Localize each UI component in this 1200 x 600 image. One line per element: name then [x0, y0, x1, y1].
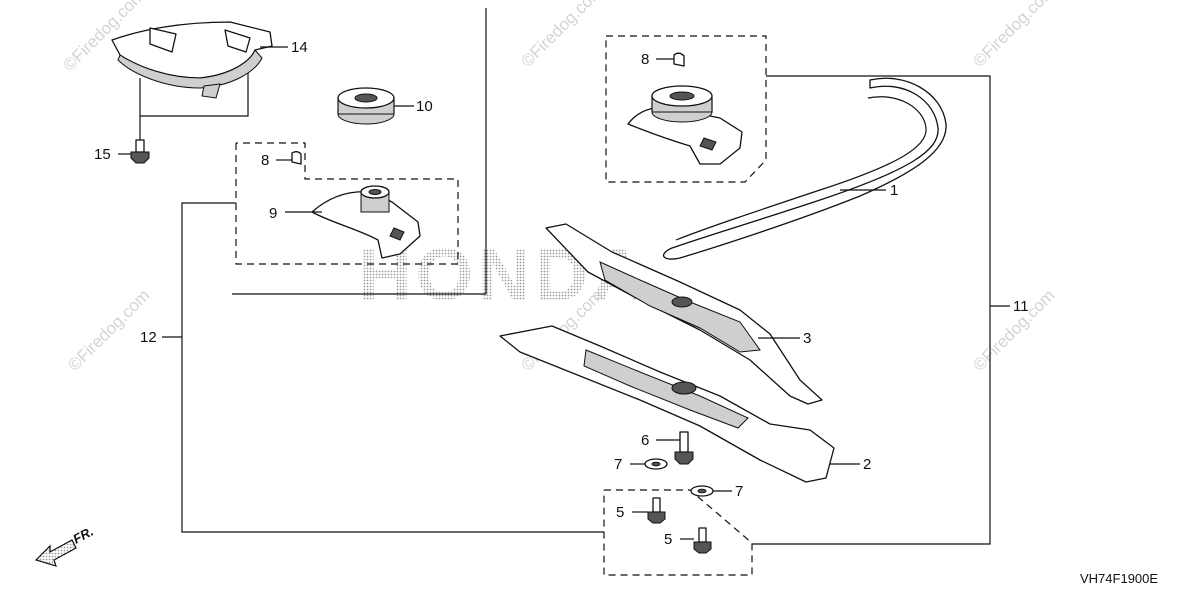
- upper-blade-part: [545, 223, 823, 405]
- pulley-holder-part: [627, 85, 743, 165]
- callout-8: 8: [261, 152, 269, 169]
- callout-7: 7: [735, 483, 743, 500]
- blade-bolt-part: [674, 431, 694, 465]
- front-direction-indicator: FR.: [34, 524, 96, 567]
- copyright-watermark: ©Firedog.com: [517, 0, 606, 71]
- callout-5: 5: [616, 504, 624, 521]
- drive-belt-part: [662, 77, 947, 260]
- callout-3: 3: [803, 330, 811, 347]
- callout-10: 10: [416, 98, 433, 115]
- callout-15: 15: [94, 146, 111, 163]
- callout-1: 1: [890, 182, 898, 199]
- callout-12: 12: [140, 329, 157, 346]
- blade-key-part: [673, 52, 685, 67]
- blade-holder-part: [311, 185, 421, 259]
- callout-14: 14: [291, 39, 308, 56]
- callout-2: 2: [863, 456, 871, 473]
- washer-part: [690, 485, 714, 497]
- blade-key-part: [291, 151, 302, 165]
- leader-lines: [118, 46, 886, 540]
- front-direction-arrow-icon: [34, 539, 77, 567]
- diagram-reference-code: VH74F1900E: [1080, 571, 1158, 586]
- copyright-watermark: ©Firedog.com: [969, 0, 1058, 71]
- callout-8: 8: [641, 51, 649, 68]
- holder-bolt-part: [693, 527, 712, 554]
- callout-7: 7: [614, 456, 622, 473]
- rubber-bushing-part: [337, 87, 395, 125]
- group-frames: [139, 8, 1010, 576]
- callout-11: 11: [1013, 298, 1029, 315]
- guard-bolt-part: [130, 139, 150, 164]
- holder-bolt-part: [647, 497, 666, 524]
- callout-6: 6: [641, 432, 649, 449]
- callout-9: 9: [269, 205, 277, 222]
- callout-labels: 14 10 15 8 9 8 1 11 12 3 2 6 7 7 5 5: [94, 39, 1029, 548]
- callout-5: 5: [664, 531, 672, 548]
- washer-part: [644, 458, 668, 470]
- lower-blade-part: [499, 325, 835, 483]
- blade-guard-part: [111, 21, 273, 99]
